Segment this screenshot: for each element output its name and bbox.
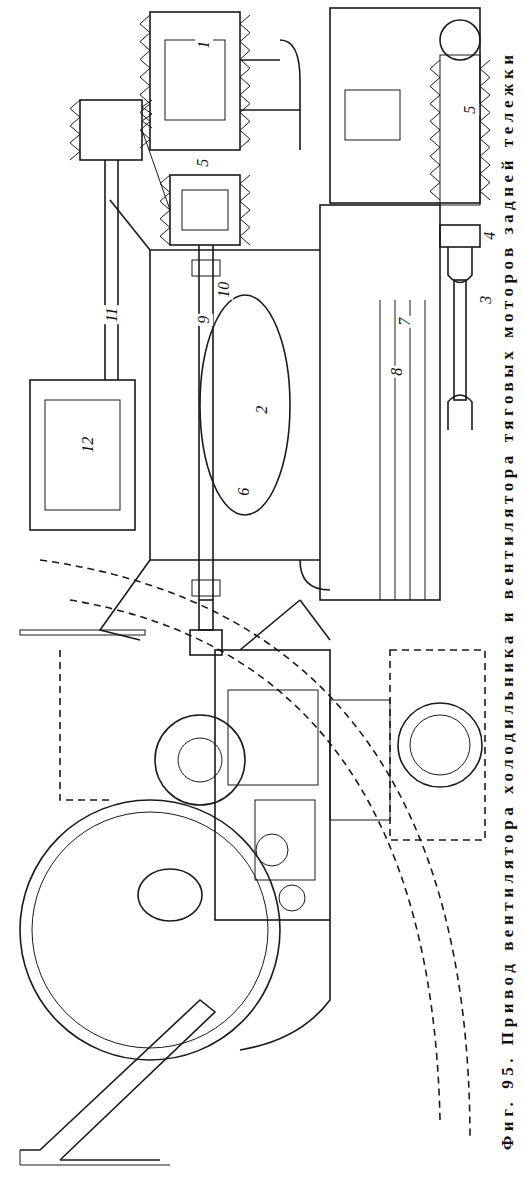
drawing-stroke — [30, 380, 135, 530]
drawing-stroke — [410, 300, 411, 600]
drawing-stroke — [150, 250, 320, 560]
drawing-stroke — [320, 205, 440, 600]
drawing-stroke — [448, 395, 472, 430]
drawing-stroke — [448, 247, 472, 283]
callout-number: 1 — [195, 39, 213, 51]
drawing-stroke — [425, 300, 426, 600]
drawing-stroke — [182, 190, 228, 230]
drawing-stroke — [138, 869, 202, 921]
drawing-stroke — [395, 300, 396, 600]
callout-number: 5 — [194, 157, 212, 169]
drawing-stroke — [60, 1159, 160, 1161]
drawing-stroke — [150, 12, 240, 150]
drawing-stroke — [60, 650, 110, 800]
drawing-stroke — [410, 715, 470, 775]
drawing-stroke — [20, 800, 280, 1060]
callout-number: 7 — [396, 316, 414, 328]
drawing-stroke — [440, 55, 480, 205]
callout-number: 12 — [79, 435, 97, 455]
drawing-stroke — [190, 630, 222, 655]
drawing-stroke — [240, 920, 330, 1050]
drawing-stroke — [300, 560, 330, 590]
drawing-stroke — [256, 834, 288, 866]
drawing-stroke — [380, 300, 381, 600]
callout-number: 2 — [253, 404, 271, 416]
drawing-stroke — [240, 175, 250, 245]
drawing-stroke — [215, 650, 330, 920]
drawing-stroke — [255, 800, 315, 880]
drawing-stroke — [25, 654, 305, 656]
drawing-stroke — [20, 1000, 215, 1160]
drawing-stroke — [199, 600, 213, 630]
drawing-stroke — [480, 60, 490, 200]
drawing-stroke — [345, 90, 400, 140]
drawing-stroke — [192, 580, 220, 596]
callout-number: 6 — [235, 486, 253, 498]
drawing-stroke — [440, 20, 480, 60]
drawing-stroke — [110, 200, 150, 250]
drawing-stroke — [398, 703, 482, 787]
callout-number: 10 — [215, 280, 233, 300]
drawing-stroke — [192, 260, 220, 276]
callout-number: 3 — [477, 294, 495, 306]
drawing-stroke — [440, 225, 480, 247]
drawing-stroke — [70, 100, 80, 160]
drawing-stroke — [20, 1150, 170, 1165]
drawing-stroke — [155, 715, 245, 805]
callout-number: 9 — [195, 314, 213, 326]
drawing-stroke — [228, 690, 318, 785]
drawing-stroke — [454, 280, 466, 400]
drawing-stroke — [20, 630, 145, 635]
drawing-stroke — [32, 812, 268, 1048]
drawing-stroke — [104, 160, 106, 380]
drawing-stroke — [45, 400, 120, 510]
drawing-stroke — [212, 245, 214, 600]
drawing-stroke — [170, 175, 240, 245]
drawing-stroke — [200, 295, 290, 515]
drawing-stroke — [70, 600, 440, 1120]
drawing-stroke — [117, 160, 119, 380]
drawing-stroke — [160, 175, 170, 245]
drawing-stroke — [100, 560, 150, 640]
drawing-stroke — [279, 885, 305, 911]
drawing-stroke — [240, 600, 300, 650]
callout-number: 11 — [102, 305, 120, 324]
drawing-stroke — [140, 15, 150, 148]
drawing-stroke — [40, 560, 470, 1140]
callout-number: 8 — [388, 366, 406, 378]
callout-number: 4 — [481, 230, 499, 242]
drawing-stroke — [330, 8, 480, 203]
drawing-stroke — [280, 40, 300, 150]
callout-number: 5 — [461, 104, 479, 116]
drawing-stroke — [300, 600, 330, 640]
drawing-stroke — [80, 100, 142, 160]
drawing-stroke — [390, 650, 485, 840]
drawing-stroke — [142, 100, 152, 128]
figure-caption: Фиг. 95. Привод вентилятора холодильника… — [499, 50, 518, 1150]
drawing-stroke — [70, 15, 490, 245]
drawing-stroke — [430, 60, 440, 200]
drawing-stroke — [165, 40, 225, 120]
drawing-stroke — [198, 245, 200, 600]
drawing-stroke — [240, 15, 250, 148]
drawing-stroke — [330, 700, 390, 820]
